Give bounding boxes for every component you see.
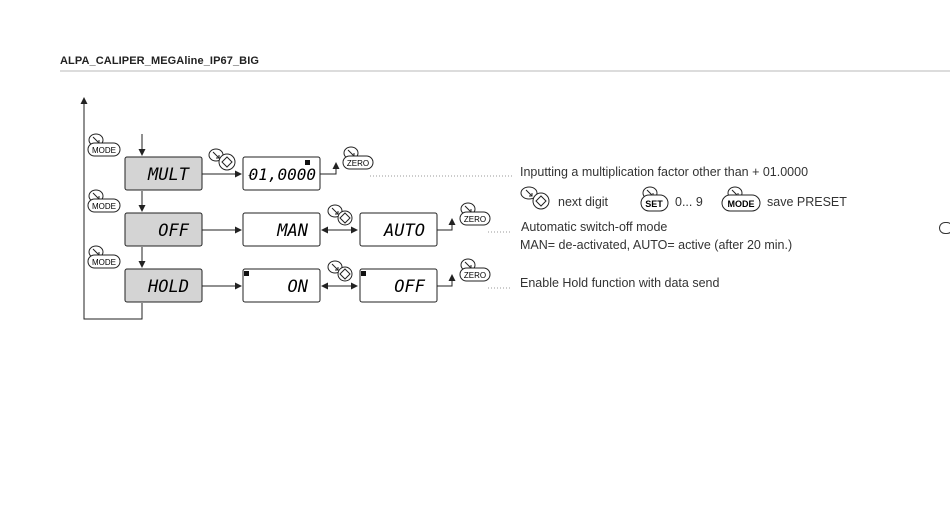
mode-button-3: MODE	[87, 245, 121, 269]
nav-button-mult	[208, 148, 236, 171]
nav-button-off	[327, 204, 353, 226]
svg-text:MODE: MODE	[92, 202, 116, 211]
svg-text:OFF: OFF	[394, 277, 425, 297]
svg-text:SET: SET	[645, 199, 663, 209]
svg-text:ZERO: ZERO	[347, 159, 369, 168]
note-mult: Inputting a multiplication factor other …	[520, 165, 809, 179]
legend-mode-button: MODE	[721, 186, 761, 212]
legend-set-button: SET	[640, 186, 669, 212]
document-title: ALPA_CALIPER_MEGAline_IP67_BIG	[60, 55, 260, 67]
svg-text:MAN: MAN	[276, 221, 308, 241]
svg-text:ON: ON	[288, 277, 309, 297]
lcd-on: ON	[242, 268, 321, 303]
legend-set-range: 0... 9	[675, 195, 703, 209]
legend-save-preset: save PRESET	[767, 195, 847, 209]
nav-button-hold	[327, 260, 353, 282]
svg-text:MODE: MODE	[92, 258, 116, 267]
lcd-off: OFF	[124, 212, 203, 247]
svg-text:ZERO: ZERO	[464, 271, 486, 280]
svg-text:ZERO: ZERO	[464, 215, 486, 224]
lcd-factor: + 01,0000	[242, 156, 321, 191]
svg-text:AUTO: AUTO	[383, 221, 425, 241]
lcd-mult: MULT	[124, 156, 203, 191]
svg-text:01,0000: 01,0000	[249, 165, 316, 184]
mode-button-1: MODE	[87, 133, 121, 157]
clipped-button-icon	[939, 222, 950, 234]
svg-text:+: +	[248, 173, 252, 180]
zero-button-2: ZERO	[459, 202, 491, 226]
svg-text:HOLD: HOLD	[147, 277, 189, 297]
svg-text:MULT: MULT	[147, 165, 191, 185]
legend-nav-button	[520, 186, 550, 210]
legend-next-digit: next digit	[558, 195, 609, 209]
mode-button-2: MODE	[87, 189, 121, 213]
zero-button-1: ZERO	[342, 146, 374, 170]
exit-arrow-hold	[437, 274, 456, 287]
note-off-detail: MAN= de-activated, AUTO= active (after 2…	[520, 238, 793, 252]
lcd-man: MAN	[242, 212, 321, 247]
lcd-off-hold: OFF	[359, 268, 438, 303]
loop-back-arrow	[80, 97, 143, 320]
svg-text:OFF: OFF	[158, 221, 189, 241]
svg-text:MODE: MODE	[728, 199, 755, 209]
title-divider	[60, 70, 950, 72]
lcd-hold: HOLD	[124, 268, 203, 303]
svg-text:MODE: MODE	[92, 146, 116, 155]
lcd-auto: AUTO	[359, 212, 438, 247]
exit-arrow-off	[437, 218, 456, 231]
zero-button-3: ZERO	[459, 258, 491, 282]
exit-arrow-mult	[320, 162, 340, 175]
note-hold: Enable Hold function with data send	[520, 276, 720, 290]
note-off-title: Automatic switch-off mode	[521, 220, 668, 234]
